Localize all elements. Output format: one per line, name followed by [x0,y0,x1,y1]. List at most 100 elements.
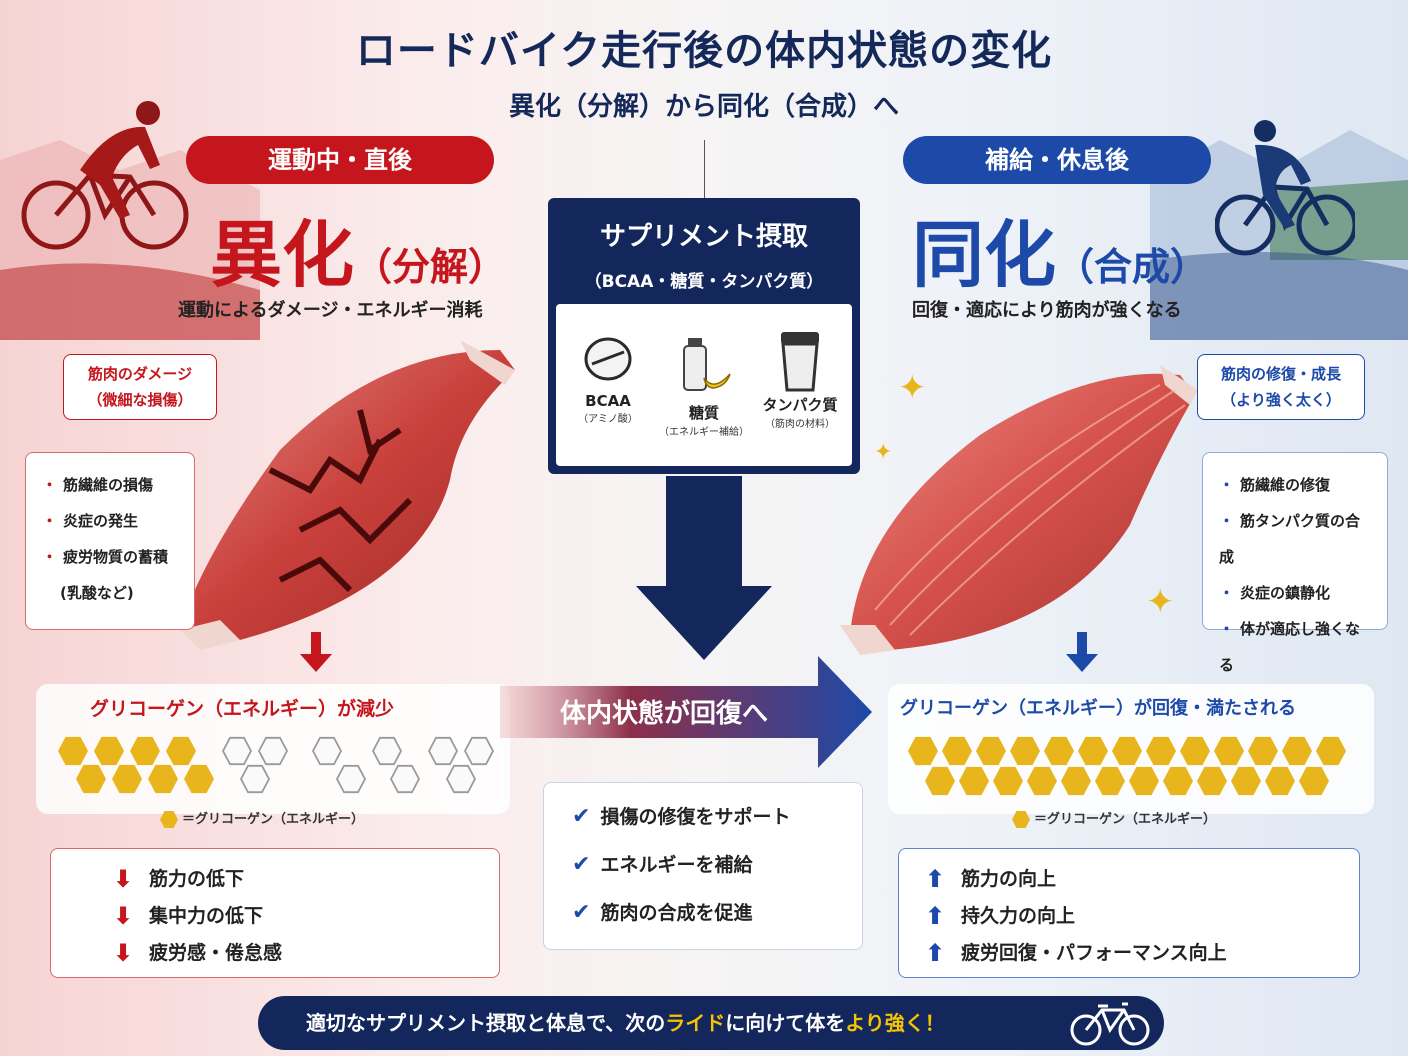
negative-effects-box: ⬇筋力の低下 ⬇集中力の低下 ⬇疲労感・倦怠感 [50,848,500,978]
callout-line: 筋肉の修復・成長 [1220,365,1341,383]
supplement-sub: （エネルギー補給） [659,427,749,438]
glycogen-hex [925,766,955,796]
positive-effects-box: ⬆筋力の向上 ⬆持久力の向上 ⬆疲労回復・パフォーマンス向上 [898,848,1360,978]
glycogen-hex [1231,766,1261,796]
glycogen-hex [1129,766,1159,796]
callout-line: （微細な損傷） [87,391,193,409]
down-arrow-icon: ⬇ [113,939,134,967]
glycogen-hex [1027,766,1057,796]
bottle-banana-icon [683,338,731,391]
effect-row: ⬇集中力の低下 [113,902,264,930]
glycogen-hex [1095,766,1125,796]
anabolism-heading: 同化（合成） [912,196,1208,301]
glycogen-empty-hex [312,736,342,766]
glycogen-hex [94,736,124,766]
supplement-name: BCAA [585,392,631,410]
callout-line: 筋肉のダメージ [87,365,193,383]
banner-text: 適切なサプリメント摂取と体息で、次の [306,1011,666,1035]
left-scenery [0,140,260,340]
supplement-subtitle: （BCAA・糖質・タンパク質） [584,272,824,292]
page-title: ロードバイク走行後の体内状態の変化 [355,28,1053,74]
glycogen-hex [1180,736,1210,766]
glycogen-hex [1078,736,1108,766]
supplement-item-bcaa: BCAA （アミノ酸） [560,334,656,425]
glycogen-hex [959,766,989,796]
glycogen-legend: ＝グリコーゲン（エネルギー） [1012,808,1216,829]
glycogen-empty-hex [428,736,458,766]
up-arrow-icon: ⬆ [925,939,946,967]
glycogen-hex [1197,766,1227,796]
glycogen-hex [1061,766,1091,796]
bottom-banner: 適切なサプリメント摂取と体息で、次のライドに向けて体をより強く！ [258,996,1164,1050]
sparkle-icon: ✦ [898,368,927,408]
glycogen-empty-hex [464,736,494,766]
small-down-arrow-icon [1066,632,1098,672]
effect-row: ⬆筋力の向上 [925,865,1057,893]
glycogen-legend-icon [160,811,178,828]
glycogen-hex [112,764,142,794]
glycogen-hex [1044,736,1074,766]
glycogen-hex [58,736,88,766]
glycogen-hex [130,736,160,766]
glycogen-title: グリコーゲン（エネルギー）が回復・満たされる [900,698,1296,719]
check-item: ✔筋肉の合成を促進 [572,900,753,925]
banner-text: に向けて体を [725,1011,846,1035]
phase-label-during: 運動中・直後 [186,136,494,184]
glycogen-empty-hex [336,764,366,794]
catabolism-heading: 異化（分解） [210,196,506,301]
damage-list: ・筋繊維の損傷 ・炎症の発生 ・疲労物質の蓄積 (乳酸など) [25,452,195,630]
down-arrow-icon [636,476,772,660]
catabolism-word: 異化 [210,213,355,297]
damaged-muscle-illustration [180,340,515,650]
callout-line: （より強く太く） [1221,391,1341,409]
glycogen-empty-hex [446,764,476,794]
supplement-name: 糖質 [688,404,719,422]
phase-label-after: 補給・休息後 [903,136,1211,184]
check-item: ✔損傷の修復をサポート [572,804,791,829]
glycogen-hex [1316,736,1346,766]
check-icon: ✔ [572,804,591,829]
sparkle-icon: ✦ [1146,582,1175,622]
cyclist-blue-icon [1215,120,1355,256]
list-item: ・体が適応し強くなる [1219,620,1361,674]
glycogen-hex [1214,736,1244,766]
glycogen-legend-icon [1012,811,1030,828]
recovery-arrow-band [500,656,872,768]
center-divider [704,140,705,200]
glycogen-hex [1248,736,1278,766]
effect-row: ⬇筋力の低下 [113,865,245,893]
recovery-arrow-label: 体内状態が回復へ [560,699,769,729]
list-item: ・筋繊維の修復 [1219,476,1331,494]
cyclist-red-icon [21,101,189,250]
up-arrow-icon: ⬆ [925,902,946,930]
shaker-icon [781,332,819,392]
benefits-checklist: ✔損傷の修復をサポート ✔エネルギーを補給 ✔筋肉の合成を促進 [543,782,863,950]
glycogen-hex [1299,766,1329,796]
supplement-item-carbs: 糖質 （エネルギー補給） [656,334,752,438]
list-item: (乳酸など) [60,584,134,602]
check-icon: ✔ [572,852,591,877]
glycogen-empty-hex [222,736,252,766]
glycogen-empty-hex [258,736,288,766]
banner-highlight: ライド [665,1011,726,1035]
list-item: ・炎症の鎮静化 [1219,584,1331,602]
glycogen-legend: ＝グリコーゲン（エネルギー） [160,808,364,829]
effect-row: ⬆疲労回復・パフォーマンス向上 [925,939,1227,967]
check-icon: ✔ [572,900,591,925]
glycogen-hex [1282,736,1312,766]
down-arrow-icon: ⬇ [113,865,134,893]
supplement-name: タンパク質 [762,396,838,414]
up-arrow-icon: ⬆ [925,865,946,893]
supplement-item-protein: タンパク質 （筋肉の材料） [752,326,848,430]
recovery-list: ・筋繊維の修復 ・筋タンパク質の合成 ・炎症の鎮静化 ・体が適応し強くなる [1202,452,1388,674]
list-item: ・筋繊維の損傷 [42,476,154,494]
glycogen-panel-full: グリコーゲン（エネルギー）が回復・満たされる [888,684,1374,814]
glycogen-hex [942,736,972,766]
supplement-sub: （筋肉の材料） [765,419,835,430]
glycogen-hex [908,736,938,766]
glycogen-hex [1010,736,1040,766]
sparkle-icon: ✦ [874,440,893,465]
pill-icon [584,337,632,381]
glycogen-empty-hex [372,736,402,766]
healthy-muscle-illustration [840,365,1198,655]
